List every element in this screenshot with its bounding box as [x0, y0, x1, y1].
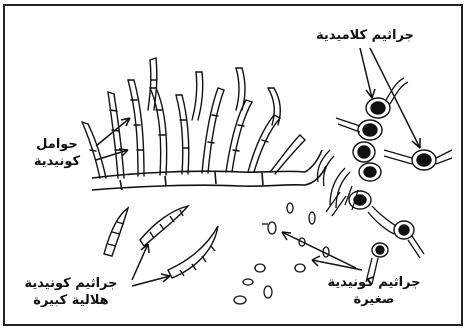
label-macroconidia-line2: هلالية كبيرة	[10, 293, 132, 308]
microconidia-arrows	[282, 232, 362, 270]
macroconidia-arrows	[132, 244, 170, 286]
label-chlamydospores: جراثيم كلاميدية	[300, 28, 430, 43]
conidiophore-cluster	[82, 58, 305, 178]
label-conidiophores-line2: كونيدية	[20, 154, 94, 169]
label-macroconidia-line1: جراثيم كونيدية	[10, 276, 132, 291]
macroconidia	[104, 206, 218, 278]
microconidia	[234, 203, 329, 304]
label-microconidia-line1: جراثيم كونيدية	[318, 275, 430, 290]
label-conidiophores-line1: حوامل	[20, 137, 94, 152]
label-microconidia-line2: صغيرة	[318, 292, 430, 307]
